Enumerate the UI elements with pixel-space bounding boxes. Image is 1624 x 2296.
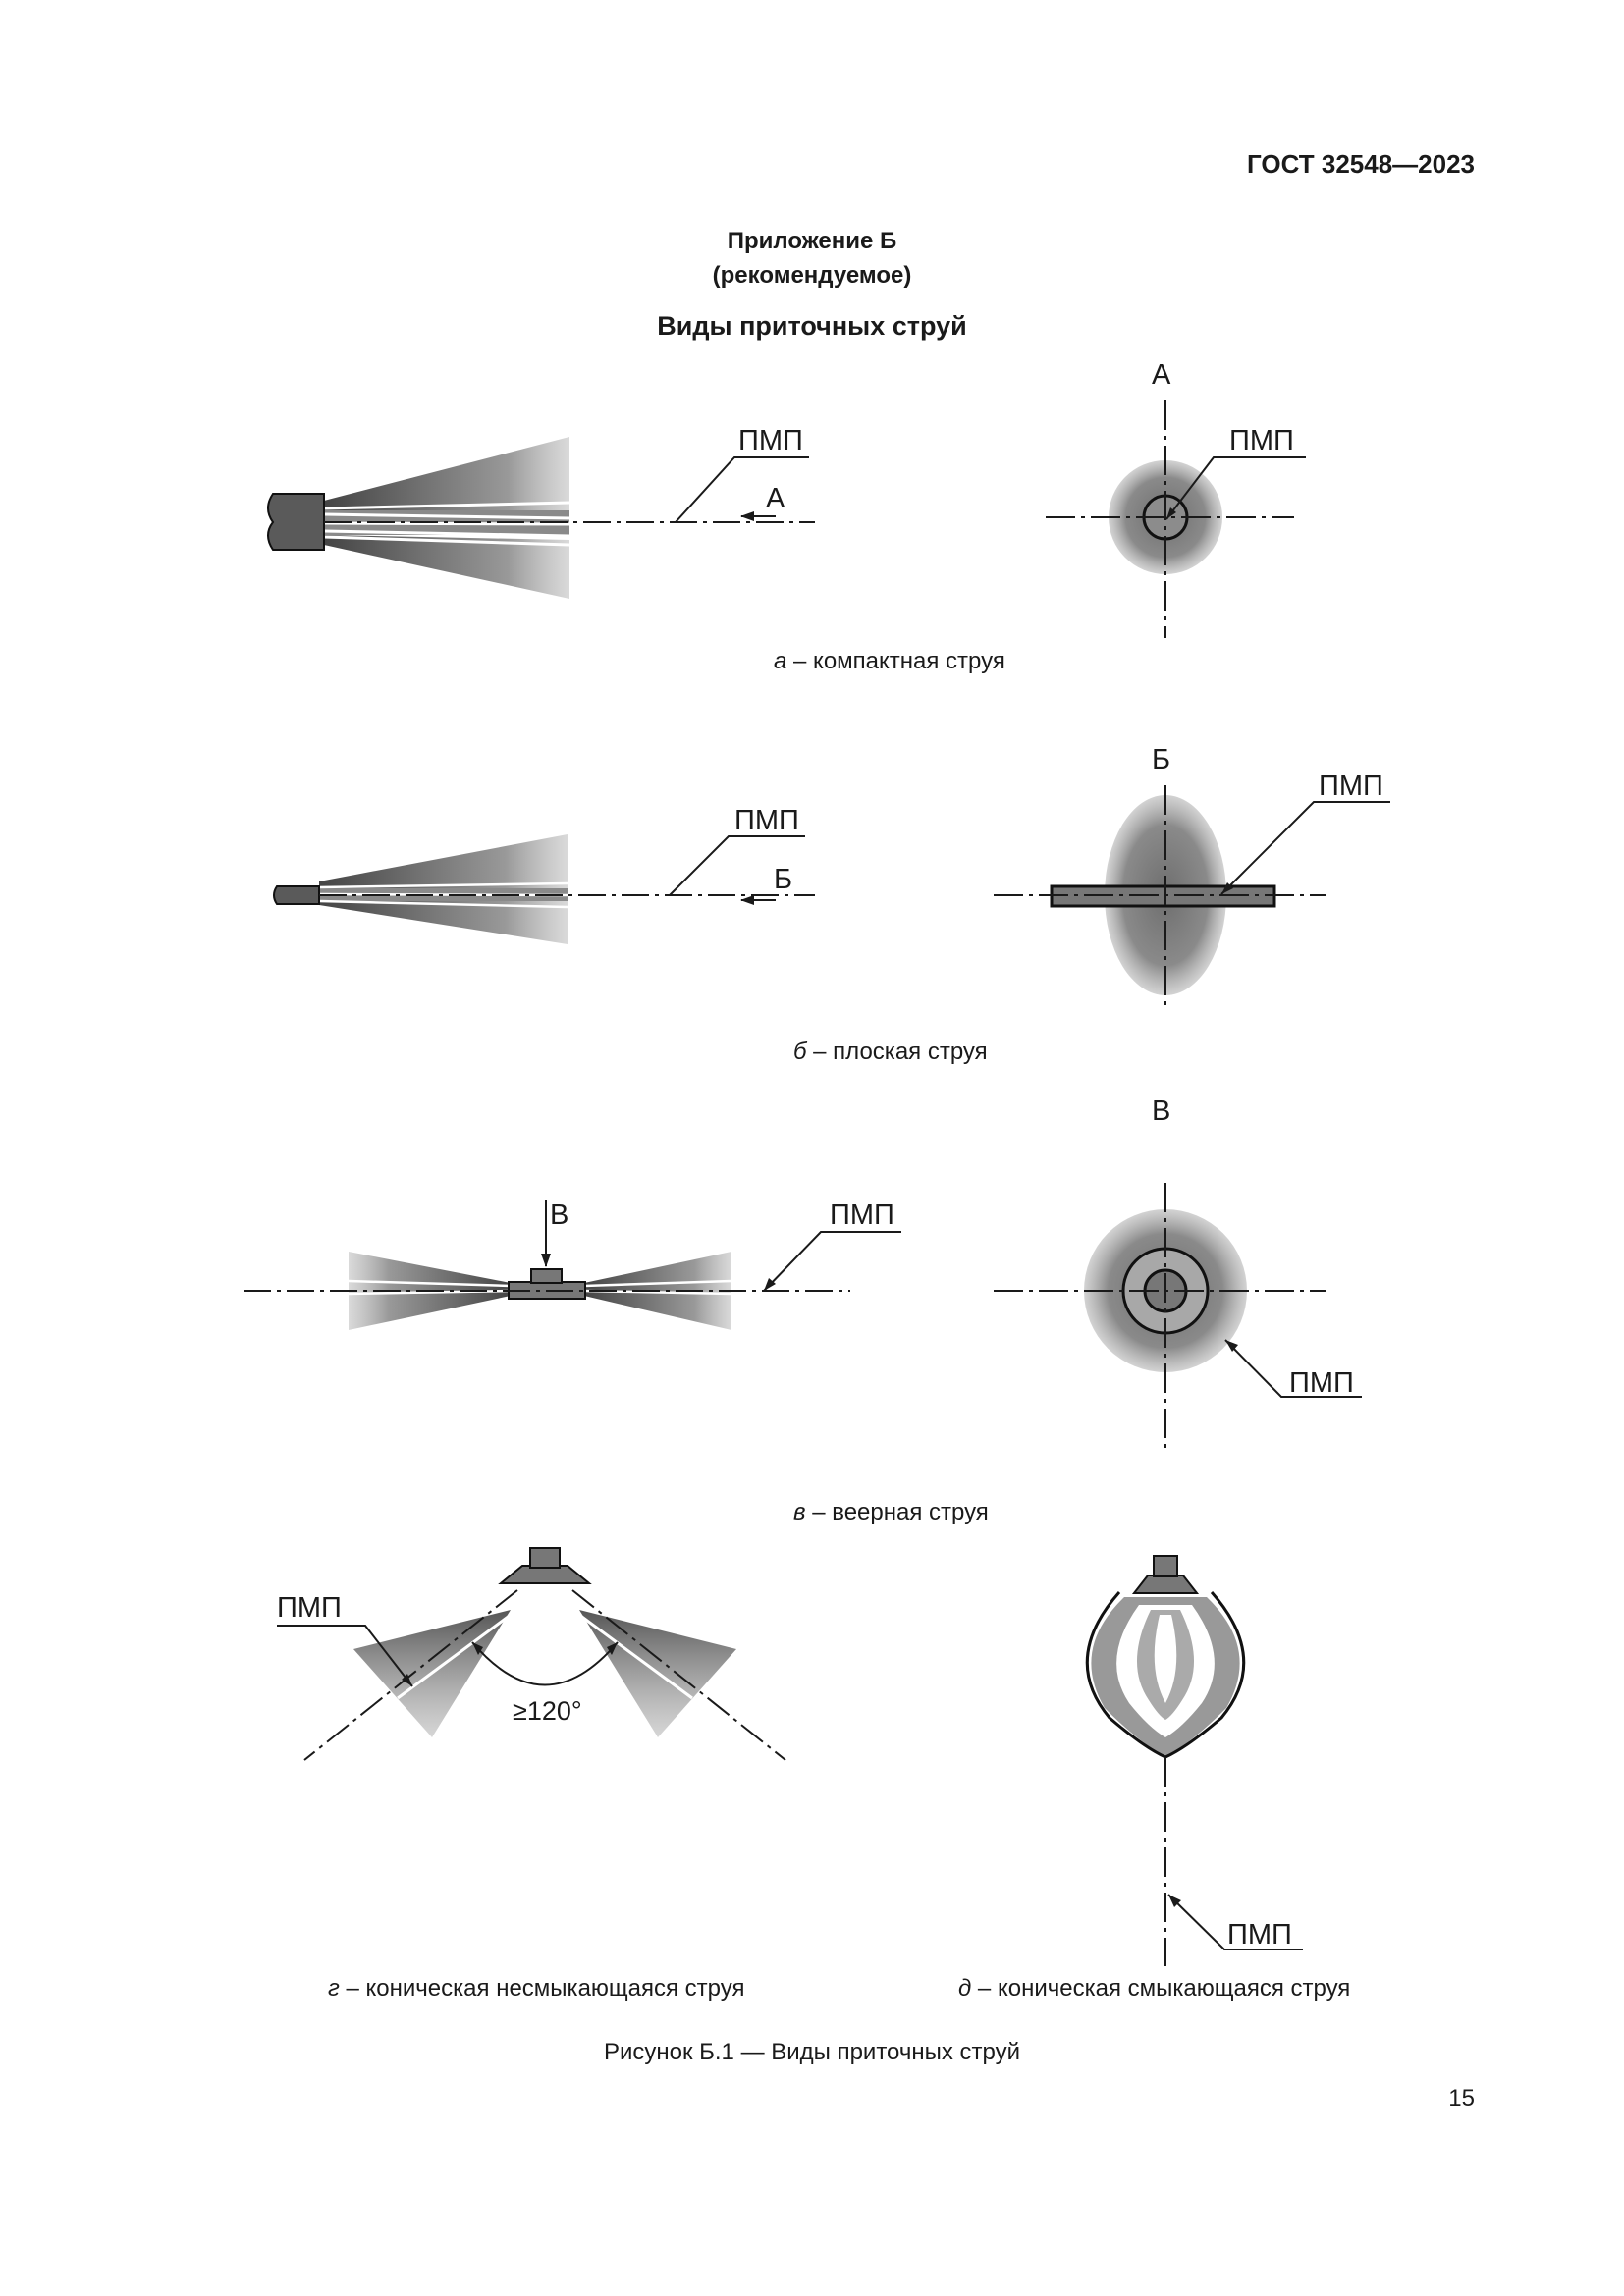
page-number: 15 <box>1448 2085 1475 2111</box>
label-pmp-d: ПМП <box>1227 1919 1292 1950</box>
fan-jet-section-view <box>994 1183 1362 1453</box>
caption-a-text: – компактная струя <box>786 648 1005 674</box>
caption-a: а – компактная струя <box>774 648 1005 675</box>
label-pmp-v-section: ПМП <box>1289 1367 1354 1399</box>
label-view-v-arrow: В <box>550 1200 569 1231</box>
flat-jet-side-view <box>273 834 815 944</box>
section-title: Виды приточных струй <box>657 311 967 341</box>
annex-status: (рекомендуемое) <box>712 262 912 289</box>
label-view-b-section: Б <box>1152 744 1171 775</box>
figure-caption: Рисунок Б.1 — Виды приточных струй <box>603 2039 1021 2065</box>
caption-v-letter: в <box>793 1499 806 1525</box>
label-pmp-b-side: ПМП <box>734 805 799 836</box>
compact-jet-section-view <box>1046 400 1306 638</box>
caption-d: д – коническая смыкающаяся струя <box>958 1975 1350 2002</box>
caption-v-text: – веерная струя <box>805 1499 989 1525</box>
conical-open-jet-view <box>277 1547 786 1761</box>
label-pmp-g: ПМП <box>277 1592 342 1624</box>
annex-heading: Приложение Б (рекомендуемое) <box>0 224 1624 293</box>
annex-title: Приложение Б <box>727 228 897 254</box>
document-number: ГОСТ 32548—2023 <box>1247 149 1475 179</box>
flat-jet-section-view <box>994 785 1390 1009</box>
conical-closed-jet-view <box>1085 1555 1303 1966</box>
label-view-v-section: В <box>1152 1095 1171 1127</box>
label-pmp-v-side: ПМП <box>830 1200 894 1231</box>
label-pmp-a-section: ПМП <box>1229 425 1294 456</box>
caption-b-letter: б <box>793 1039 807 1065</box>
fan-jet-side-view <box>244 1200 901 1330</box>
caption-g-text: – коническая несмыкающаяся струя <box>339 1975 745 2002</box>
caption-d-letter: д <box>958 1975 972 2002</box>
label-angle: ≥120° <box>513 1696 582 1726</box>
caption-d-text: – коническая смыкающаяся струя <box>971 1975 1351 2002</box>
label-pmp-a-side: ПМП <box>738 425 803 456</box>
caption-b: б – плоская струя <box>793 1039 988 1066</box>
compact-jet-side-view <box>267 437 815 599</box>
label-pmp-b-section: ПМП <box>1319 771 1383 802</box>
label-view-a-arrow: А <box>766 483 785 514</box>
caption-g: г – коническая несмыкающаяся струя <box>328 1975 744 2002</box>
caption-g-letter: г <box>328 1975 340 2002</box>
caption-b-text: – плоская струя <box>806 1039 988 1065</box>
caption-v: в – веерная струя <box>793 1499 989 1526</box>
caption-a-letter: а <box>774 648 787 674</box>
label-view-a-section: А <box>1152 359 1171 391</box>
label-view-b-arrow: Б <box>774 864 793 895</box>
